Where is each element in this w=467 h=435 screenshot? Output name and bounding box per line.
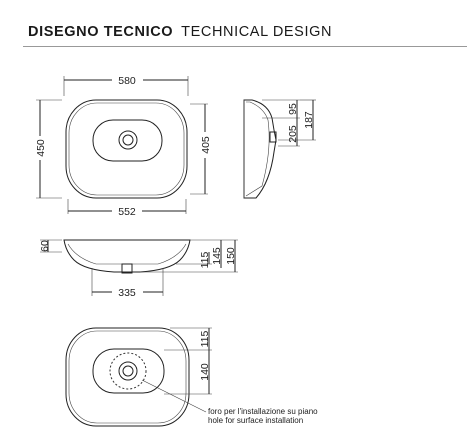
dim-install-115: 115 bbox=[199, 330, 211, 347]
side-view: 95 187 205 bbox=[243, 99, 316, 199]
note-english: hole for surface installation bbox=[208, 416, 303, 425]
dim-height-450: 450 bbox=[35, 139, 47, 157]
page-header: DISEGNO TECNICO TECHNICAL DESIGN bbox=[28, 24, 332, 40]
top-view: 580 450 405 552 bbox=[35, 75, 212, 218]
title-italian: DISEGNO TECNICO bbox=[28, 24, 174, 40]
basin-outline-front bbox=[63, 239, 191, 273]
dim-205: 205 bbox=[287, 125, 299, 143]
dim-335: 335 bbox=[118, 287, 136, 299]
dim-height-405: 405 bbox=[200, 136, 212, 154]
basin-bowl-install bbox=[92, 348, 165, 394]
dim-60: 60 bbox=[39, 240, 51, 252]
note-leader-line bbox=[141, 379, 207, 413]
basin-outline-side bbox=[243, 99, 277, 199]
dim-install-140: 140 bbox=[199, 363, 211, 381]
basin-outline-top bbox=[65, 99, 188, 199]
dim-145: 145 bbox=[211, 247, 223, 265]
dim-187: 187 bbox=[303, 111, 315, 129]
drain-icon-install bbox=[118, 361, 138, 381]
dim-width-552: 552 bbox=[118, 206, 136, 218]
basin-outline-install bbox=[65, 327, 190, 427]
dim-95: 95 bbox=[287, 103, 299, 115]
dim-width-580: 580 bbox=[118, 75, 136, 87]
surface-hole-icon bbox=[109, 352, 147, 390]
dim-115: 115 bbox=[199, 251, 211, 268]
title-english: TECHNICAL DESIGN bbox=[181, 24, 333, 40]
drain-icon bbox=[118, 130, 138, 150]
front-view: 60 115 145 150 335 bbox=[39, 239, 238, 299]
note-italian: foro per l'installazione su piano bbox=[208, 407, 318, 416]
installation-view: 115 140 foro per l'installazione su pian… bbox=[65, 327, 318, 427]
header-divider bbox=[23, 46, 467, 47]
basin-bowl-top bbox=[92, 119, 163, 162]
dim-150: 150 bbox=[225, 247, 237, 265]
